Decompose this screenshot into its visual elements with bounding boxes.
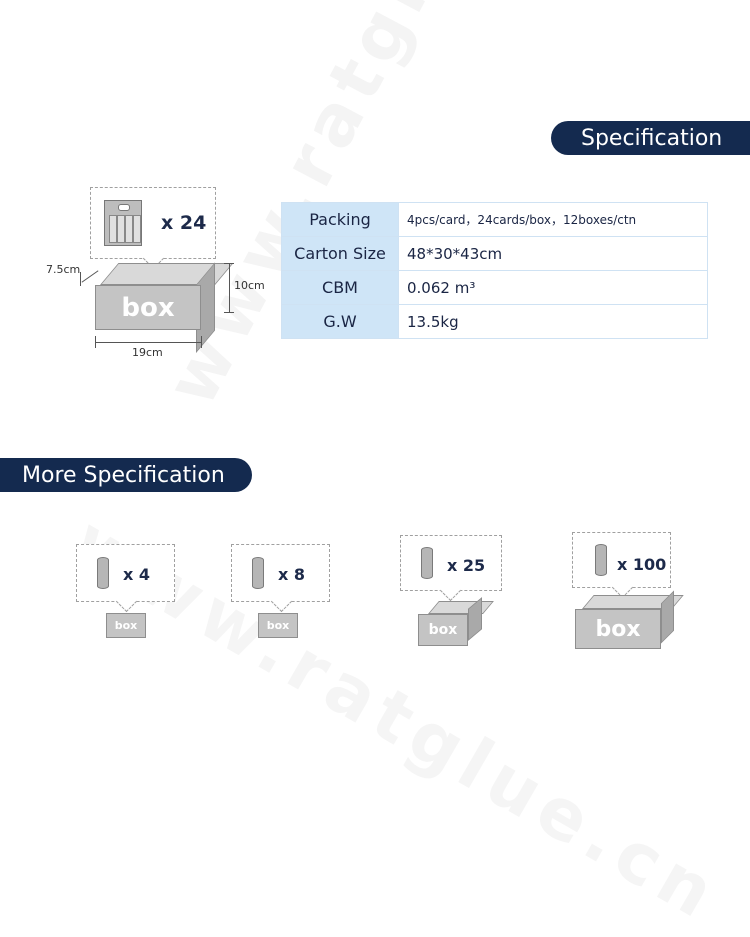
main-quantity: x 24 [161, 212, 207, 234]
height-dimension: 10cm [234, 279, 265, 292]
depth-line [80, 272, 81, 286]
quantity-label: x 25 [447, 556, 486, 575]
spec-value: 0.062 m³ [398, 270, 708, 305]
quantity-bubble: x 25 [400, 535, 502, 602]
depth-line-slant [81, 270, 99, 283]
quantity-bubble: x 100 [572, 532, 671, 599]
quantity-label: x 100 [617, 555, 667, 574]
roll-icon [97, 557, 109, 589]
spec-label: Carton Size [281, 236, 399, 271]
quantity-label: x 4 [123, 565, 151, 584]
specification-table: Packing 4pcs/card，24cards/box，12boxes/ct… [281, 202, 708, 339]
specification-title: Specification [581, 125, 723, 151]
box-label: box [114, 619, 138, 632]
main-box-label: box [121, 292, 175, 323]
width-line [95, 342, 202, 343]
bubble-tail [439, 579, 462, 602]
box-label: box [428, 622, 458, 638]
spec-value: 48*30*43cm [398, 236, 708, 271]
quantity-label: x 8 [278, 565, 306, 584]
spec-value: 13.5kg [398, 304, 708, 339]
box-small: box [258, 613, 298, 638]
blister-card-icon [104, 200, 142, 246]
height-line-bottom [224, 312, 234, 313]
width-dimension: 19cm [132, 346, 163, 359]
roll-icon [252, 557, 264, 589]
box-medium: box [418, 614, 468, 646]
specification-banner: Specification [551, 121, 750, 155]
box-large: box [575, 609, 661, 649]
box-small: box [106, 613, 146, 638]
spec-value: 4pcs/card，24cards/box，12boxes/ctn [398, 202, 708, 237]
quantity-bubble: x 4 [76, 544, 175, 613]
box-medium-top [428, 601, 494, 614]
table-row: Packing 4pcs/card，24cards/box，12boxes/ct… [281, 202, 708, 237]
table-row: CBM 0.062 m³ [281, 270, 708, 305]
quantity-bubble: x 8 [231, 544, 330, 613]
more-specification-banner: More Specification [0, 458, 252, 492]
table-row: G.W 13.5kg [281, 304, 708, 339]
spec-label: Packing [281, 202, 399, 237]
roll-icon [595, 544, 607, 576]
more-specification-title: More Specification [22, 462, 225, 488]
box-label: box [266, 619, 290, 632]
width-line-left [95, 336, 96, 348]
main-quantity-bubble: x 24 [90, 187, 216, 270]
box-label: box [595, 616, 641, 642]
width-line-right [201, 336, 202, 348]
roll-icon [421, 547, 433, 579]
spec-label: G.W [281, 304, 399, 339]
main-box-front: box [95, 285, 201, 330]
depth-dimension: 7.5cm [46, 263, 81, 276]
height-line [229, 263, 230, 313]
table-row: Carton Size 48*30*43cm [281, 236, 708, 271]
spec-label: CBM [281, 270, 399, 305]
height-line-top [224, 263, 234, 264]
